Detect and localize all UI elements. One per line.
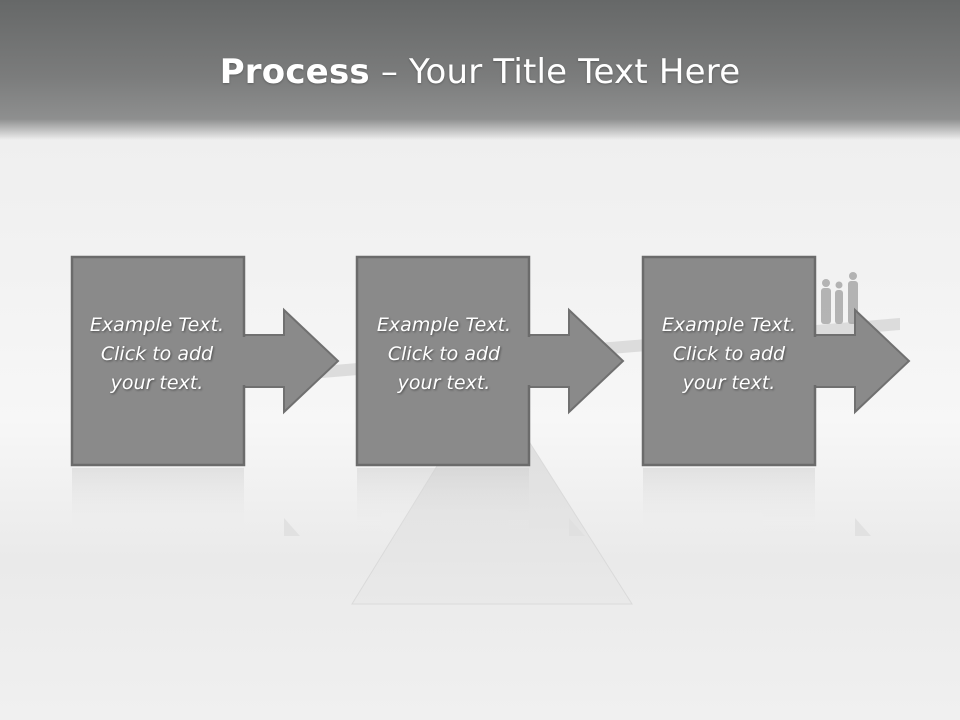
process-step-3 (641, 255, 911, 467)
step-3-line-2: Click to add (672, 343, 786, 365)
step-3-line-3: your text. (682, 372, 776, 394)
title-rest-part: – Your Title Text Here (369, 52, 741, 92)
step-1-line-3: your text. (110, 372, 204, 394)
step-3-text[interactable]: Example Text. Click to add your text. (643, 311, 815, 398)
process-step-1 (70, 255, 340, 467)
step-1-line-2: Click to add (100, 343, 214, 365)
process-step-2 (355, 255, 625, 467)
slide-title[interactable]: Process – Your Title Text Here (0, 52, 960, 92)
title-bold-part: Process (219, 52, 370, 92)
step-3-line-1: Example Text. (661, 314, 797, 336)
step-3-box (641, 255, 817, 467)
step-1-box (70, 255, 246, 467)
step-2-box (355, 255, 531, 467)
reflection (72, 468, 871, 536)
step-2-line-3: your text. (397, 372, 491, 394)
step-2-text[interactable]: Example Text. Click to add your text. (358, 311, 530, 398)
step-2-line-2: Click to add (387, 343, 501, 365)
step-1-arrow (237, 307, 340, 415)
title-banner (0, 0, 960, 140)
people-silhouette-icon (821, 272, 858, 324)
step-1-text[interactable]: Example Text. Click to add your text. (71, 311, 243, 398)
step-1-line-1: Example Text. (89, 314, 225, 336)
step-2-line-1: Example Text. (376, 314, 512, 336)
step-3-arrow (808, 307, 911, 415)
step-2-arrow (522, 307, 625, 415)
